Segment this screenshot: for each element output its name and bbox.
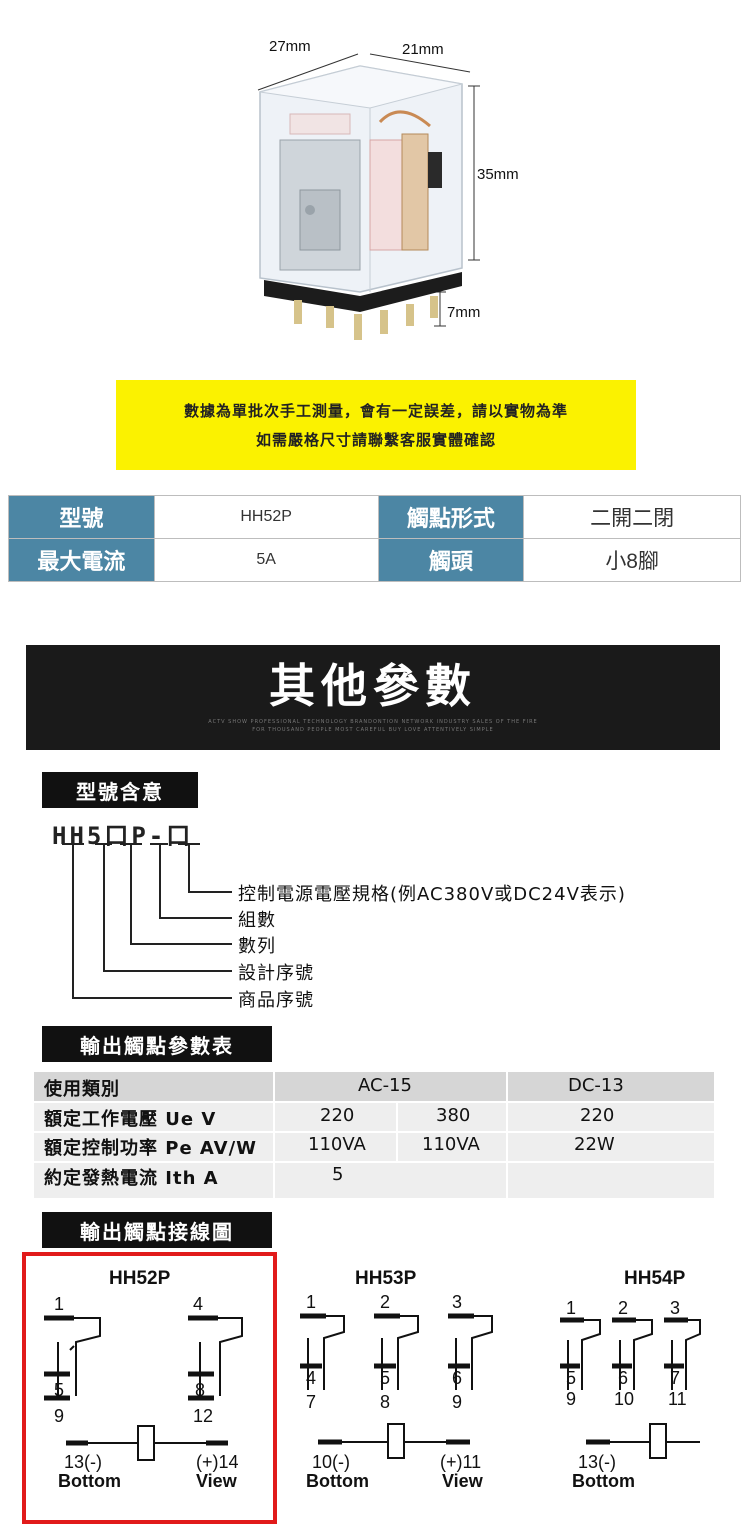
- output-table-header: [34, 1072, 714, 1101]
- row-rated-voltage-ac-a: 220: [320, 1105, 355, 1126]
- note-line-1: 數據為單批次手工測量，會有一定誤差，請以實物為準: [183, 402, 568, 420]
- row-rated-voltage-dc: 220: [580, 1105, 615, 1126]
- hh53p-contacts: [300, 1313, 493, 1459]
- model-label: 型號: [8, 495, 155, 539]
- hh52p-contacts: [44, 1315, 243, 1461]
- hh53p-view-label: View: [442, 1471, 483, 1491]
- meaning-item-voltage: 控制電源電壓規格(例AC380V或DC24V表示): [238, 884, 626, 905]
- row-rated-power-ac-b: 110VA: [422, 1134, 480, 1155]
- dimension-depth: 27mm: [269, 38, 311, 55]
- hh52p-coil-positive: (+)14: [196, 1452, 239, 1472]
- hh53p-coil-negative: 10(-): [312, 1452, 351, 1472]
- spec-table: 型號 HH52P 觸點形式 二開二閉 最大電流 5A 觸頭 小8腳: [8, 495, 741, 582]
- dimension-height: 35mm: [477, 166, 519, 183]
- dimension-width: 21mm: [402, 41, 444, 58]
- row-rated-voltage-ac-b: 380: [436, 1105, 471, 1126]
- model-meaning-tag: 型號含意: [42, 772, 198, 808]
- hh54p-terminal-6: 6: [618, 1368, 629, 1388]
- header-ac15: AC-15: [358, 1075, 412, 1096]
- banner-subtitle-line-1: ACTV SHOW PROFESSIONAL TECHNOLOGY BRANDO…: [208, 718, 538, 725]
- model-code-leader-lines: [62, 843, 232, 999]
- hh52p-terminal-9: 9: [54, 1406, 65, 1426]
- hh53p-coil-positive: (+)11: [440, 1452, 482, 1472]
- relay-photo: [257, 53, 480, 340]
- meaning-item-product: 商品序號: [238, 990, 314, 1011]
- hh53p-bottom-label: Bottom: [306, 1471, 369, 1491]
- model-value: HH52P: [153, 495, 379, 539]
- contact-form-label: 觸點形式: [377, 495, 525, 539]
- meaning-item-groups: 組數: [238, 910, 276, 931]
- hh53p-terminal-1: 1: [306, 1292, 317, 1312]
- hh52p-coil-negative: 13(-): [64, 1452, 103, 1472]
- row-rated-power-ac-a: 110VA: [308, 1134, 366, 1155]
- hh53p-terminal-7: 7: [306, 1392, 317, 1412]
- row-rated-voltage-label: 額定工作電壓 Ue V: [44, 1109, 217, 1130]
- hh52p-view-label: View: [196, 1471, 237, 1491]
- row-rated-power-label: 額定控制功率 Pe AV/W: [44, 1138, 258, 1159]
- hh54p-bottom-label: Bottom: [572, 1471, 635, 1491]
- hh53p-terminal-9: 9: [452, 1392, 463, 1412]
- hh54p-terminal-7: 7: [670, 1368, 681, 1388]
- table-row: 型號 HH52P 觸點形式 二開二閉: [8, 495, 741, 539]
- row-thermal-current-label: 約定發熱電流 Ith A: [44, 1168, 219, 1189]
- hh52p-title: HH52P: [109, 1268, 171, 1289]
- contact-form-value: 二開二閉: [523, 495, 741, 539]
- note-line-2: 如需嚴格尺寸請聯繫客服實體確認: [255, 431, 496, 449]
- hh52p-bottom-label: Bottom: [58, 1471, 121, 1491]
- dimension-pin: 7mm: [447, 304, 481, 321]
- meaning-item-series: 數列: [238, 936, 276, 957]
- pin-value: 小8腳: [523, 538, 741, 582]
- banner-subtitle-line-2: FOR THOUSAND PEOPLE MOST CAREFUL BUY LOV…: [252, 726, 494, 733]
- hh53p-terminal-5: 5: [380, 1368, 391, 1388]
- hh53p-title: HH53P: [355, 1268, 417, 1289]
- header-dc13: DC-13: [568, 1075, 624, 1096]
- wiring-diagrams: [44, 1313, 701, 1461]
- hh54p-terminal-11: 11: [668, 1389, 687, 1409]
- row-rated-power-dc: 22W: [574, 1134, 615, 1155]
- hh54p-title: HH54P: [624, 1268, 686, 1289]
- hh54p-coil-negative: 13(-): [578, 1452, 617, 1472]
- hh52p-terminal-12: 12: [193, 1406, 214, 1426]
- meaning-item-design: 設計序號: [238, 963, 314, 984]
- hh52p-highlight-box: [22, 1252, 277, 1524]
- max-current-label: 最大電流: [8, 538, 155, 582]
- pin-label: 觸頭: [377, 538, 525, 582]
- section-banner: 其他參數 ACTV SHOW PROFESSIONAL TECHNOLOGY B…: [26, 645, 720, 750]
- hh54p-contacts: [560, 1317, 701, 1459]
- hh52p-terminal-1: 1: [54, 1294, 65, 1314]
- hh53p-terminal-4: 4: [306, 1368, 317, 1388]
- table-row: 最大電流 5A 觸頭 小8腳: [8, 538, 741, 582]
- model-code: HH5口P-口: [52, 822, 194, 850]
- hh54p-terminal-10: 10: [614, 1389, 635, 1409]
- row-thermal-current-value: 5: [332, 1164, 344, 1185]
- banner-subtitle: ACTV SHOW PROFESSIONAL TECHNOLOGY BRANDO…: [208, 718, 537, 734]
- hh54p-terminal-2: 2: [618, 1298, 629, 1318]
- hh54p-terminal-1: 1: [566, 1298, 577, 1318]
- hh54p-terminal-3: 3: [670, 1298, 681, 1318]
- output-table-tag: 輸出觸點參數表: [42, 1026, 272, 1062]
- hh52p-terminal-8: 8: [195, 1380, 206, 1400]
- wiring-tag: 輸出觸點接線圖: [42, 1212, 272, 1248]
- header-usage-category: 使用類別: [44, 1079, 120, 1100]
- hh54p-terminal-9: 9: [566, 1389, 577, 1409]
- hh54p-terminal-5: 5: [566, 1368, 577, 1388]
- hh52p-terminal-4: 4: [193, 1294, 204, 1314]
- hh53p-terminal-8: 8: [380, 1392, 391, 1412]
- hh52p-terminal-5: 5: [54, 1380, 65, 1400]
- hh53p-terminal-6: 6: [452, 1368, 463, 1388]
- hh53p-terminal-3: 3: [452, 1292, 463, 1312]
- max-current-value: 5A: [153, 538, 379, 582]
- output-contact-table: 使用類別 AC-15 DC-13 額定工作電壓 Ue V 220 380 220…: [34, 1072, 714, 1198]
- hh53p-terminal-2: 2: [380, 1292, 391, 1312]
- banner-title: 其他參數: [269, 659, 477, 714]
- measurement-note: 數據為單批次手工測量，會有一定誤差，請以實物為準 如需嚴格尺寸請聯繫客服實體確認: [116, 380, 636, 470]
